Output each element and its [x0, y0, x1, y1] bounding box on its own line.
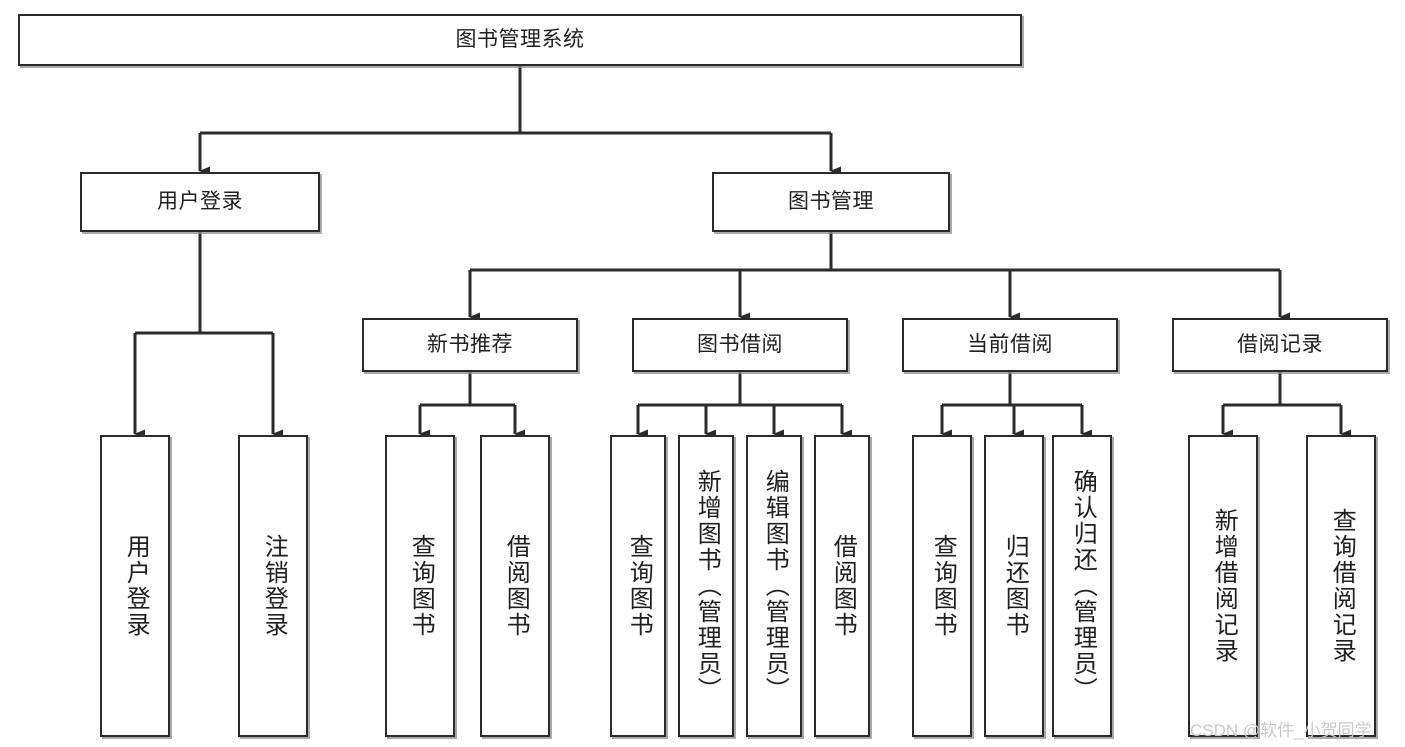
- node-label: 新增图书（管理员）: [693, 469, 721, 703]
- node-label: 查询图书: [929, 534, 957, 638]
- node-label: 当前借阅: [967, 332, 1053, 356]
- edge-group: [133, 66, 1351, 439]
- node-label: 借阅图书: [502, 534, 530, 638]
- csdn-watermark: CSDN @软件_小贺同学: [1190, 721, 1372, 740]
- node-current-borrow[interactable]: 当前借阅: [902, 318, 1118, 372]
- node-leaf-borrow-book-rec[interactable]: 借阅图书: [480, 435, 550, 737]
- node-user-login[interactable]: 用户登录: [80, 172, 320, 232]
- node-label: 查询借阅记录: [1328, 508, 1356, 664]
- node-leaf-borrow-book[interactable]: 借阅图书: [814, 435, 870, 737]
- node-label: 用户登录: [157, 189, 243, 213]
- node-label: 编辑图书（管理员）: [761, 469, 789, 703]
- node-book-manage[interactable]: 图书管理: [712, 172, 950, 232]
- node-label: 归还图书: [1001, 534, 1029, 638]
- node-leaf-user-logout[interactable]: 注销登录: [238, 435, 308, 737]
- node-leaf-edit-book-admin[interactable]: 编辑图书（管理员）: [746, 435, 802, 737]
- node-label: 借阅图书: [829, 534, 857, 638]
- node-label: 注销登录: [260, 534, 288, 638]
- node-book-borrow[interactable]: 图书借阅: [632, 318, 848, 372]
- node-leaf-query-book-borrow[interactable]: 查询图书: [610, 435, 666, 737]
- node-label: 图书管理系统: [455, 27, 585, 51]
- node-leaf-user-login[interactable]: 用户登录: [100, 435, 170, 737]
- node-new-book-rec[interactable]: 新书推荐: [362, 318, 578, 372]
- node-leaf-query-book-current[interactable]: 查询图书: [912, 435, 972, 737]
- node-label: 图书管理: [788, 189, 874, 213]
- node-leaf-add-borrow-record[interactable]: 新增借阅记录: [1188, 435, 1258, 737]
- node-label: 查询图书: [625, 534, 653, 638]
- node-label: 新书推荐: [427, 332, 513, 356]
- node-leaf-query-borrow-record[interactable]: 查询借阅记录: [1306, 435, 1376, 737]
- node-root[interactable]: 图书管理系统: [18, 14, 1022, 66]
- node-leaf-query-book-rec[interactable]: 查询图书: [385, 435, 455, 737]
- node-label: 用户登录: [122, 534, 150, 638]
- node-leaf-return-book[interactable]: 归还图书: [984, 435, 1044, 737]
- node-borrow-record[interactable]: 借阅记录: [1172, 318, 1388, 372]
- node-leaf-add-book-admin[interactable]: 新增图书（管理员）: [678, 435, 734, 737]
- node-label: 确认归还（管理员）: [1069, 469, 1097, 703]
- node-leaf-confirm-return-admin[interactable]: 确认归还（管理员）: [1052, 435, 1112, 737]
- node-label: 借阅记录: [1237, 332, 1323, 356]
- node-label: 图书借阅: [697, 332, 783, 356]
- node-label: 查询图书: [407, 534, 435, 638]
- node-label: 新增借阅记录: [1210, 508, 1238, 664]
